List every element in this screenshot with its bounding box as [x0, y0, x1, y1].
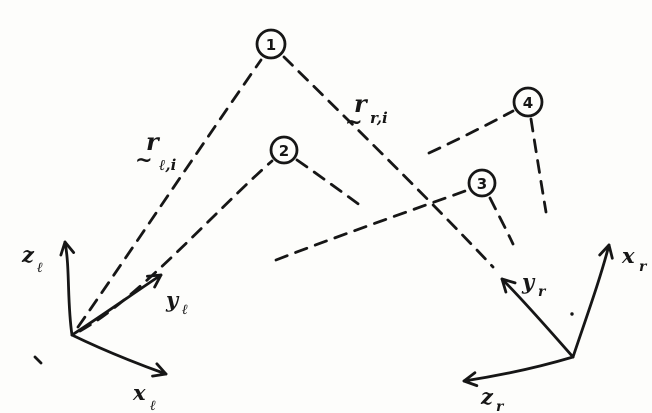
ray-point3-down — [488, 196, 515, 246]
axis-x-left-letter: x — [132, 380, 146, 405]
point-3-label: 3 — [477, 175, 487, 193]
axis-label-y-left: y ℓ — [165, 287, 188, 318]
ray-to-point4 — [427, 109, 515, 155]
vector-r-left-tilde: ~ — [135, 147, 153, 172]
axis-x-left-subscript: ℓ — [150, 398, 156, 413]
ray-point1-to-right-origin — [282, 55, 495, 269]
ink-speck — [570, 312, 574, 316]
axis-label-z-left: z ℓ — [21, 242, 43, 276]
axis-y-right-letter: y — [521, 269, 536, 294]
ray-point4-down — [529, 117, 548, 214]
axis-label-x-right: x r — [621, 243, 648, 275]
axis-z-left-letter: z — [21, 242, 35, 267]
ray-left-origin-to-point1 — [76, 58, 263, 329]
axis-label-x-left: x ℓ — [132, 380, 156, 413]
point-2-circle — [269, 135, 299, 165]
vector-label-r-right: r ~ r,i — [345, 89, 388, 134]
vector-r-right-tilde: ~ — [345, 109, 363, 134]
axis-z-right-letter: z — [480, 384, 494, 409]
vector-r-left-subscript: ℓ,i — [159, 156, 177, 174]
axis-y-right-subscript: r — [538, 284, 547, 300]
axis-label-z-right: z r — [480, 384, 505, 413]
axis-z-left-subscript: ℓ — [37, 260, 43, 276]
right-x-axis-arrow — [571, 243, 614, 359]
vector-label-r-left: r ~ ℓ,i — [135, 127, 177, 174]
point-1-label: 1 — [266, 36, 276, 54]
ray-left-origin-to-point2 — [78, 159, 274, 333]
axis-z-right-subscript: r — [496, 399, 505, 413]
right-z-axis-arrow — [462, 355, 575, 388]
vector-r-right-subscript: r,i — [370, 109, 388, 127]
point-4-circle — [512, 86, 544, 118]
axis-label-y-right: y r — [521, 269, 547, 300]
ray-to-point3 — [274, 188, 470, 262]
left-z-axis-arrow — [59, 240, 76, 337]
point-1-circle — [255, 28, 287, 60]
point-3-circle — [467, 168, 497, 198]
axis-y-left-subscript: ℓ — [182, 302, 188, 318]
left-x-axis-arrow — [70, 333, 168, 378]
right-y-axis-arrow — [500, 277, 575, 359]
axis-x-right-subscript: r — [639, 259, 648, 275]
axis-x-right-letter: x — [621, 243, 635, 268]
vector-r-right-symbol: r — [354, 89, 369, 118]
ray-point2-down-right — [295, 158, 363, 208]
point-4-label: 4 — [523, 94, 533, 112]
vector-r-left-symbol: r — [146, 127, 161, 156]
axis-y-left-letter: y — [165, 287, 180, 312]
ink-tick-mark — [33, 355, 43, 365]
point-2-label: 2 — [279, 142, 289, 160]
